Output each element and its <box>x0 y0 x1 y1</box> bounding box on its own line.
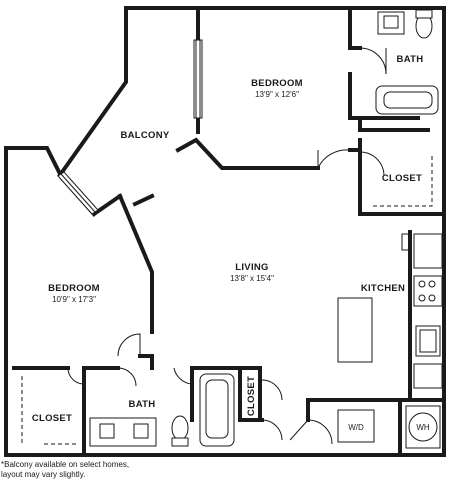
bath-1-name: BATH <box>397 54 424 65</box>
bedroom-2-name: BEDROOM <box>48 283 100 294</box>
labels: BEDROOM 13'9" x 12'6" BALCONY BATH CLOSE… <box>32 54 430 432</box>
windows <box>57 39 203 215</box>
kitchen-island <box>337 297 373 363</box>
water-heater-label: WH <box>416 423 430 432</box>
closet-rods <box>21 156 433 445</box>
closet-1-name: CLOSET <box>382 173 422 184</box>
toilet-bath-2 <box>171 415 189 441</box>
vanity-bath-2 <box>89 417 157 447</box>
kitchen-name: KITCHEN <box>361 283 405 294</box>
bedroom-2-dims: 10'9" x 17'3" <box>52 295 96 304</box>
washer-dryer <box>337 409 375 443</box>
window-bedroom-1 <box>193 39 203 119</box>
footnote: *Balcony available on select homes, layo… <box>1 460 129 480</box>
water-heater <box>408 412 438 442</box>
walls <box>4 6 446 457</box>
footnote-line-2: layout may vary slightly. <box>1 470 86 479</box>
footnote-line-1: *Balcony available on select homes, <box>1 460 130 469</box>
stove <box>413 275 443 307</box>
dishwasher <box>413 363 443 389</box>
bathtub-bath-1 <box>375 85 439 115</box>
fixtures <box>89 9 443 449</box>
door-swings <box>67 47 387 445</box>
living-dims: 13'8" x 15'4" <box>230 274 274 283</box>
bathtub-bath-2 <box>199 373 235 447</box>
bedroom-1-name: BEDROOM <box>251 78 303 89</box>
refrigerator <box>413 233 443 269</box>
balcony-name: BALCONY <box>120 130 169 141</box>
vanity-bath-1 <box>377 11 405 35</box>
closet-3-name: CLOSET <box>246 376 257 416</box>
living-name: LIVING <box>235 262 268 273</box>
bedroom-1-dims: 13'9" x 12'6" <box>255 90 299 99</box>
closet-2-name: CLOSET <box>32 413 72 424</box>
washer-dryer-label: W/D <box>348 423 364 432</box>
bath-2-name: BATH <box>129 399 156 410</box>
